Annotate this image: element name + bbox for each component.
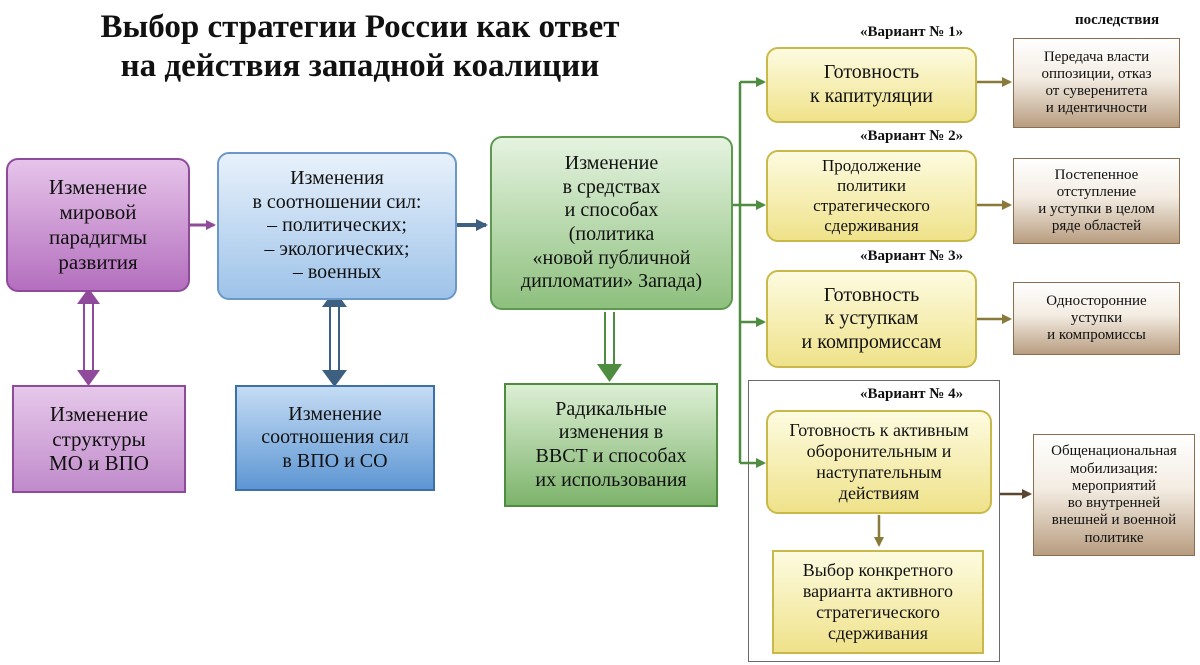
consequence-3-box: Односторонние уступки и компромиссы bbox=[1013, 282, 1180, 355]
paradigm-box: Изменение мировой парадигмы развития bbox=[6, 158, 190, 292]
page-title: Выбор стратегии России как ответ на дейс… bbox=[100, 9, 620, 84]
consequence-4-box: Общенациональная мобилизация: мероприяти… bbox=[1033, 434, 1195, 556]
variant-3-box: Готовность к уступкам и компромиссам bbox=[766, 270, 977, 368]
variant-1-label: «Вариант № 1» bbox=[860, 24, 964, 40]
mo-vpo-box: Изменение структуры МО и ВПО bbox=[12, 385, 186, 493]
means-vvst-link bbox=[597, 312, 622, 382]
variant-3-label: «Вариант № 3» bbox=[860, 248, 964, 264]
variant-4-label: «Вариант № 4» bbox=[860, 386, 964, 402]
forces-vpo-link bbox=[322, 290, 347, 387]
means-box: Изменение в средствах и способах (полити… bbox=[490, 136, 733, 310]
consequences-header: последствия bbox=[1075, 12, 1160, 28]
variant-2-box: Продолжение политики стратегического сде… bbox=[766, 150, 977, 242]
vpo-so-box: Изменение соотношения сил в ВПО и СО bbox=[235, 385, 435, 491]
variant-4-frame bbox=[748, 380, 1000, 662]
forces-box: Изменения в соотношении сил: – политичес… bbox=[217, 152, 457, 300]
vvst-box: Радикальные изменения в ВВСТ и способах … bbox=[504, 383, 718, 507]
variant-4-box: Готовность к активным оборонительным и н… bbox=[766, 410, 992, 514]
consequence-1-box: Передача власти оппозиции, отказ от суве… bbox=[1013, 38, 1180, 128]
consequence-2-box: Постепенное отступление и уступки в цело… bbox=[1013, 158, 1180, 244]
variant-2-label: «Вариант № 2» bbox=[860, 128, 964, 144]
variant-4-sub-box: Выбор конкретного варианта активного стр… bbox=[772, 550, 984, 654]
paradigm-mo-link bbox=[77, 288, 100, 386]
variant-1-box: Готовность к капитуляции bbox=[766, 47, 977, 123]
